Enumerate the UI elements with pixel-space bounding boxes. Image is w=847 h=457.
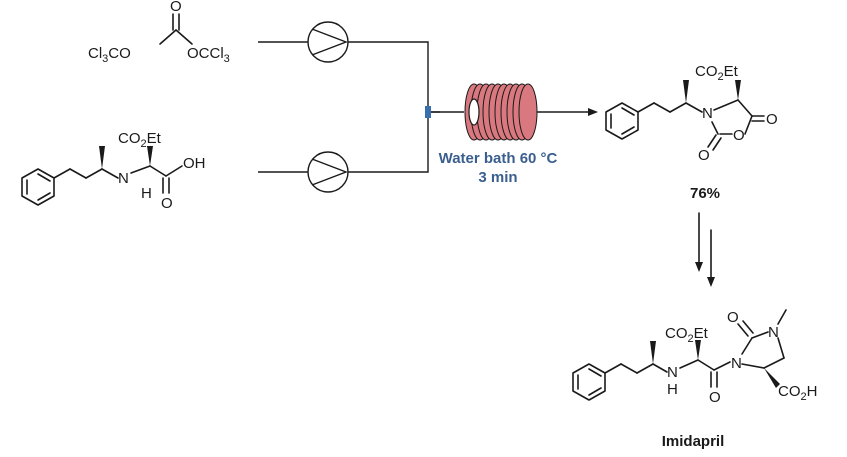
bond: [713, 361, 731, 371]
bond: [149, 165, 167, 177]
multistep-arrows: [695, 212, 715, 287]
bond: [679, 359, 699, 369]
bond: [175, 29, 193, 45]
bond: [741, 363, 765, 369]
imidapril-acid: CO2H: [778, 383, 817, 403]
coil-opening: [468, 98, 480, 126]
wedge-bond: [683, 80, 689, 103]
bond: [637, 102, 655, 113]
bond: [697, 359, 715, 371]
bond: [621, 107, 635, 116]
triphosgene-right-group: OCCl3: [187, 45, 230, 65]
condition-time: 3 min: [478, 169, 517, 186]
bond: [69, 168, 87, 179]
flow-setup: Water bath 60 °C 3 min: [258, 21, 598, 193]
wedge-bond: [695, 340, 701, 360]
bond: [588, 368, 602, 377]
nca-product-structure: CO2Et N O O O 76%: [605, 63, 778, 202]
wedge-bond: [764, 368, 780, 388]
yield-label: 76%: [690, 185, 720, 202]
ester-label: CO2Et: [118, 130, 162, 150]
imidapril-nh-n: N: [667, 364, 678, 381]
bond: [711, 121, 719, 135]
pump-top-symbol: [311, 28, 348, 56]
coil-loop: [518, 83, 538, 141]
nca-carbonyl-o-left: O: [698, 147, 710, 164]
bond: [101, 168, 119, 179]
carbonyl-bond: [742, 320, 754, 334]
nca-ester-label: CO2Et: [695, 63, 739, 83]
condition-temperature: Water bath 60 °C: [439, 150, 558, 167]
nca-carbonyl-o-right: O: [766, 111, 778, 128]
bond: [53, 168, 71, 179]
carbonyl-bond: [737, 323, 749, 337]
nh-hydrogen: H: [141, 185, 152, 202]
bond: [621, 126, 635, 135]
bond: [37, 173, 51, 182]
arrowhead: [695, 262, 703, 272]
nca-nitrogen: N: [702, 105, 713, 122]
imidapril-nh-h: H: [667, 381, 678, 398]
bond: [604, 363, 622, 374]
bond: [741, 337, 753, 355]
triphosgene-carbonyl-o: O: [170, 0, 182, 15]
bond: [737, 99, 753, 117]
carbonyl-bond: [712, 137, 722, 151]
bond: [37, 192, 51, 201]
benzene-ring: [21, 168, 55, 206]
coil-reactor: [464, 83, 538, 141]
outlet-arrowhead: [588, 108, 598, 116]
t-mixer: [425, 106, 431, 118]
bond: [713, 99, 739, 111]
bond: [636, 363, 654, 374]
bond: [159, 29, 177, 45]
bond: [165, 165, 183, 177]
acid-oh: OH: [183, 155, 206, 172]
wedge-bond: [147, 146, 153, 166]
benzene-ring: [605, 102, 639, 140]
pump-top: [307, 21, 349, 63]
arrowhead: [707, 277, 715, 287]
benzene-ring: [572, 363, 606, 401]
bond: [777, 337, 785, 359]
wedge-bond: [99, 146, 105, 169]
imidapril-amide-n: N: [731, 355, 742, 372]
imidapril-ring-n: N: [768, 324, 779, 341]
bond: [751, 331, 769, 339]
bond: [653, 102, 671, 113]
triphosgene-structure: O Cl3CO OCCl3: [88, 0, 230, 65]
triphosgene-left-group: Cl3CO: [88, 45, 131, 65]
product-name: Imidapril: [662, 433, 725, 450]
bond: [685, 102, 703, 113]
amino-acid-structure: CO2Et N H O OH: [21, 130, 206, 212]
n-methyl-bond: [777, 309, 787, 325]
acid-carbonyl-o: O: [161, 195, 173, 212]
pump-bottom-symbol: [311, 158, 348, 186]
bond: [130, 165, 151, 174]
tube-bottom: [348, 112, 429, 173]
carbonyl-bond: [707, 134, 717, 148]
wedge-bond: [650, 341, 656, 364]
imidapril-ester-label: CO2Et: [665, 325, 709, 345]
bond: [85, 168, 103, 179]
bond: [744, 115, 753, 135]
imidapril-structure: CO2Et N H O N O N CO2H Imidapril: [572, 309, 817, 450]
wedge-bond: [735, 80, 741, 100]
nca-ring-oxygen: O: [733, 127, 745, 144]
bond: [588, 387, 602, 396]
tube-top: [348, 41, 429, 112]
bond: [620, 363, 638, 374]
bond: [652, 363, 668, 373]
nh-nitrogen: N: [118, 170, 129, 187]
imidapril-urea-o: O: [727, 309, 739, 326]
pump-bottom: [307, 151, 349, 193]
imidapril-amide-o: O: [709, 389, 721, 406]
bond: [763, 357, 785, 369]
bond: [669, 102, 687, 113]
